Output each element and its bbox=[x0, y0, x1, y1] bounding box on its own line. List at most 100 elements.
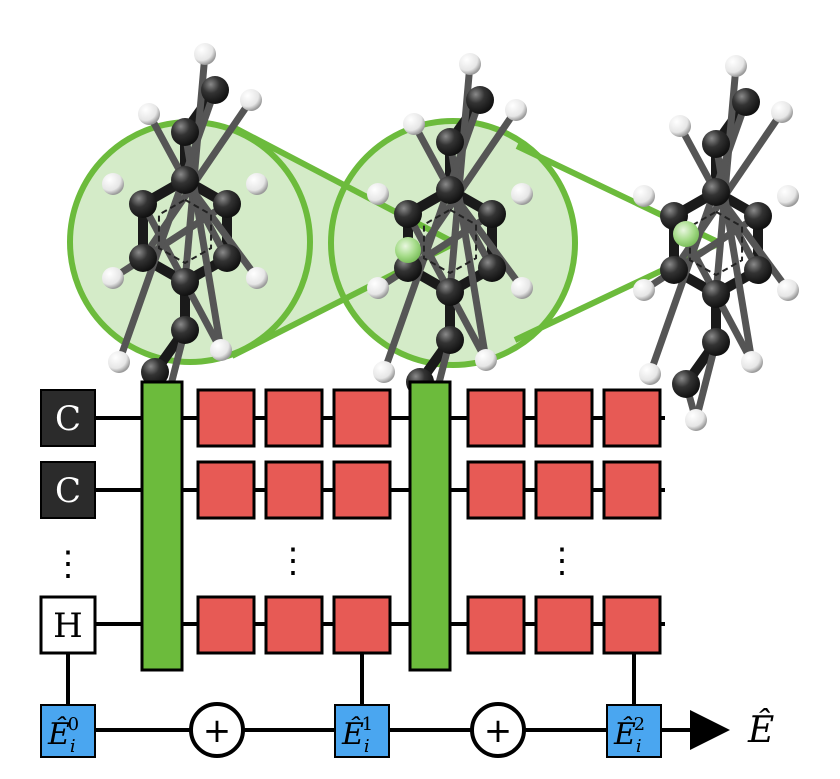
hydrogen-atom bbox=[639, 363, 661, 385]
carbon-atom bbox=[466, 86, 494, 114]
hydrogen-atom bbox=[108, 351, 130, 373]
readout-box-2 bbox=[606, 704, 662, 758]
update-block-3 bbox=[332, 388, 392, 448]
carbon-atom bbox=[394, 254, 422, 282]
hydrogen-atom bbox=[367, 183, 389, 205]
readout-box-0 bbox=[40, 704, 96, 758]
hydrogen-atom bbox=[367, 277, 389, 299]
atom-box-c2 bbox=[40, 461, 96, 519]
readout-label-2: Êi2 bbox=[613, 714, 645, 757]
atom-label-h: H bbox=[53, 606, 83, 646]
hydrogen-atom bbox=[633, 279, 655, 301]
plus-symbol-1: + bbox=[203, 711, 232, 751]
center-atom-highlight bbox=[673, 221, 699, 247]
hydrogen-atom bbox=[246, 173, 268, 195]
update-block-6 bbox=[602, 388, 662, 448]
atom-box-c1 bbox=[40, 389, 96, 447]
aromatic-ring bbox=[157, 198, 213, 265]
update-block-15 bbox=[332, 595, 392, 655]
carbon-atom bbox=[394, 200, 422, 228]
aromatic-ring bbox=[688, 210, 744, 277]
update-block-13 bbox=[196, 595, 256, 655]
readout-label-0: Êi0 bbox=[47, 714, 79, 757]
aromatic-ring bbox=[422, 208, 478, 275]
carbon-atom bbox=[702, 280, 730, 308]
hydrogen-atom bbox=[403, 113, 425, 135]
hydrogen-atom bbox=[102, 267, 124, 289]
hydrogen-atom bbox=[511, 277, 533, 299]
atom-label-c2: C bbox=[55, 471, 81, 511]
hydrogen-atom bbox=[246, 267, 268, 289]
output-label: Ê bbox=[747, 709, 774, 751]
hydrogen-atom bbox=[373, 361, 395, 383]
update-block-8 bbox=[264, 460, 324, 520]
readout-box-1 bbox=[334, 704, 390, 758]
update-block-2 bbox=[264, 388, 324, 448]
hydrogen-atom bbox=[511, 183, 533, 205]
update-block-11 bbox=[534, 460, 594, 520]
ellipsis-right: ⋮ bbox=[545, 541, 579, 581]
readout-label-1: Êi1 bbox=[341, 714, 373, 757]
bond bbox=[380, 98, 484, 374]
update-blocks bbox=[196, 388, 662, 655]
carbon-atom bbox=[732, 88, 760, 116]
carbon-atom bbox=[129, 190, 157, 218]
update-block-14 bbox=[264, 595, 324, 655]
molecule-icon bbox=[633, 55, 799, 431]
update-block-1 bbox=[196, 388, 256, 448]
carbon-atom bbox=[702, 328, 730, 356]
molecules bbox=[102, 43, 799, 431]
hydrogen-atom bbox=[669, 115, 691, 137]
plus-icon bbox=[470, 702, 526, 758]
bond bbox=[115, 88, 219, 364]
hydrogen-atom bbox=[102, 173, 124, 195]
interaction-block-2 bbox=[408, 380, 452, 672]
update-block-12 bbox=[602, 460, 662, 520]
hydrogen-atom bbox=[777, 185, 799, 207]
carbon-atom bbox=[478, 200, 506, 228]
ellipsis-mid: ⋮ bbox=[276, 541, 310, 581]
update-block-16 bbox=[466, 595, 526, 655]
center-atom-highlight bbox=[395, 237, 421, 263]
carbon-atom bbox=[436, 278, 464, 306]
update-block-9 bbox=[332, 460, 392, 520]
carbon-atom bbox=[129, 244, 157, 272]
hydrogen-atom bbox=[633, 185, 655, 207]
plus-symbol-2: + bbox=[484, 711, 513, 751]
ellipsis-atoms: ⋮ bbox=[51, 544, 85, 584]
hydrogen-atom bbox=[194, 43, 216, 65]
hydrogen-atom bbox=[505, 99, 527, 121]
carbon-atom bbox=[201, 76, 229, 104]
carbon-atom bbox=[171, 166, 199, 194]
atom-box-h bbox=[39, 595, 97, 655]
carbon-atom bbox=[213, 190, 241, 218]
carbon-atom bbox=[478, 254, 506, 282]
halo-line-1a bbox=[233, 125, 457, 246]
molecule-icon bbox=[102, 43, 268, 419]
hydrogen-atom bbox=[741, 351, 763, 373]
molecule-icon bbox=[367, 53, 533, 429]
update-block-7 bbox=[196, 460, 256, 520]
carbon-atom bbox=[171, 118, 199, 146]
update-block-17 bbox=[534, 595, 594, 655]
carbon-atom bbox=[171, 268, 199, 296]
update-block-5 bbox=[534, 388, 594, 448]
carbon-atom bbox=[702, 130, 730, 158]
carbon-atom bbox=[436, 176, 464, 204]
carbon-atom bbox=[744, 256, 772, 284]
update-block-10 bbox=[466, 460, 526, 520]
hydrogen-atom bbox=[210, 339, 232, 361]
hydrogen-atom bbox=[138, 103, 160, 125]
network: C C H ⋮ ⋮ ⋮ Êi0 Êi1 Êi2 + + Ê bbox=[39, 380, 774, 758]
hydrogen-atom bbox=[475, 349, 497, 371]
plus-icon bbox=[189, 702, 245, 758]
carbon-atom bbox=[672, 370, 700, 398]
hydrogen-atom bbox=[685, 409, 707, 431]
carbon-atom bbox=[702, 178, 730, 206]
interaction-block-1 bbox=[140, 380, 184, 672]
hydrogen-atom bbox=[240, 89, 262, 111]
hydrogen-atom bbox=[771, 101, 793, 123]
carbon-atom bbox=[171, 316, 199, 344]
carbon-atom bbox=[141, 358, 169, 386]
